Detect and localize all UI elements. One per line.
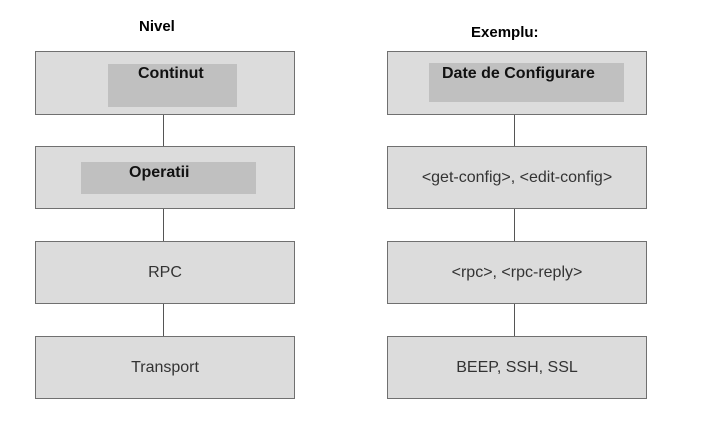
level-label: RPC <box>148 263 182 281</box>
level-box-transport: Transport <box>35 336 295 399</box>
highlight <box>81 162 256 194</box>
example-label: <rpc>, <rpc-reply> <box>451 263 583 281</box>
example-label: Date de Configurare <box>442 65 595 82</box>
level-label: Transport <box>131 358 199 376</box>
level-label: Operatii <box>129 164 190 181</box>
header-exemplu: Exemplu: <box>471 24 539 41</box>
connector <box>163 209 164 241</box>
level-box-rpc: RPC <box>35 241 295 304</box>
connector <box>514 115 515 146</box>
example-box-transport: BEEP, SSH, SSL <box>387 336 647 399</box>
connector <box>163 304 164 336</box>
example-box-rpc: <rpc>, <rpc-reply> <box>387 241 647 304</box>
highlight <box>108 64 237 107</box>
connector <box>514 209 515 241</box>
example-label: BEEP, SSH, SSL <box>456 358 578 376</box>
level-label: Continut <box>138 65 204 82</box>
connector <box>163 115 164 146</box>
connector <box>514 304 515 336</box>
example-box-operations: <get-config>, <edit-config> <box>387 146 647 209</box>
example-label: <get-config>, <edit-config> <box>421 168 613 186</box>
highlight <box>429 63 624 102</box>
header-nivel: Nivel <box>139 18 175 35</box>
level-box-continut: Continut <box>35 51 295 115</box>
level-box-operatii: Operatii <box>35 146 295 209</box>
example-box-config-data: Date de Configurare <box>387 51 647 115</box>
